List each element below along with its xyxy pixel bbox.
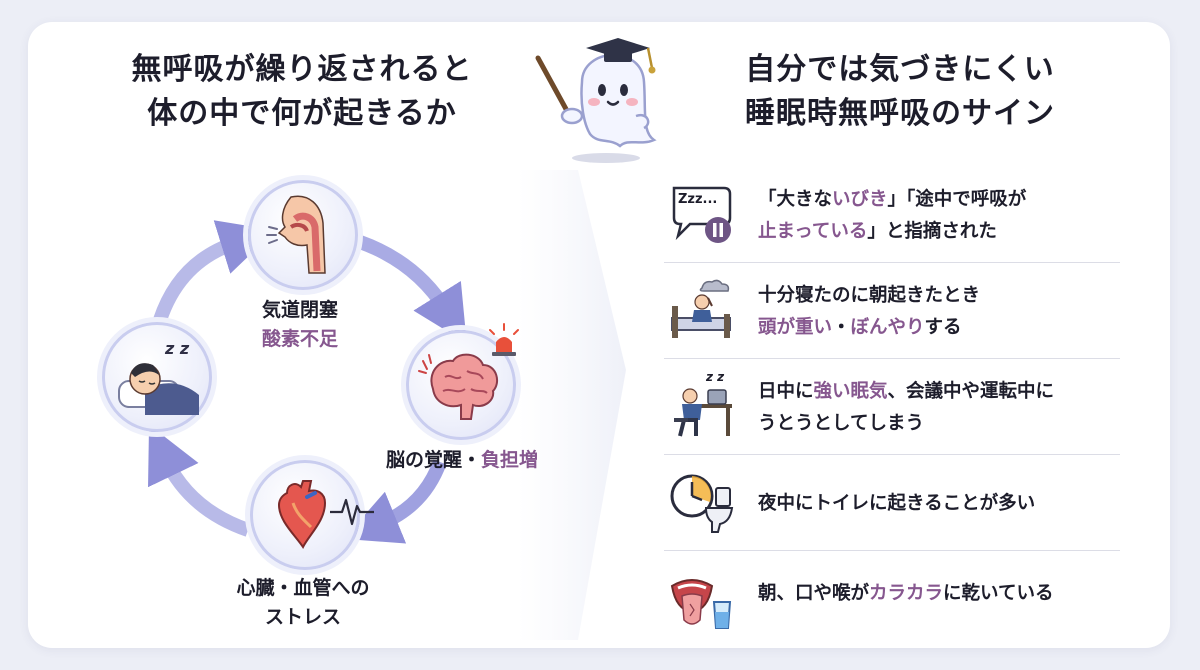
cycle-node-sleep: z z — [102, 322, 212, 432]
brain-label: 脳の覚醒・負担増 — [385, 449, 539, 471]
sleep-zzz-text: z z — [165, 339, 190, 358]
sign-daytime-sleepiness-text: 日中に強い眠気、会議中や運転中に うとうとしてしまう — [758, 381, 1055, 434]
sign-divider — [664, 262, 1120, 263]
cycle-node-airway — [248, 180, 358, 290]
sign-night-urination-text: 夜中にトイレに起きることが多い — [758, 493, 1036, 514]
cycle-arrows — [148, 220, 467, 544]
dry-mouth-water-icon — [670, 579, 732, 629]
sleepy-desk-icon — [674, 388, 732, 437]
heart-label: 心臓・血管への ストレス — [236, 577, 370, 628]
sign-morning-fatigue-text: 十分寝たのに朝起きたとき 頭が重い・ぼんやりする — [758, 285, 981, 338]
ghost-professor-icon — [535, 38, 657, 163]
ecg-line-icon — [330, 498, 374, 526]
sign-snoring-text: 「大きないびき」「途中で呼吸が 止まっている」と指摘された — [758, 189, 1027, 242]
sign-snoring: Zzz... 「大きないびき」「途中で呼吸が 止まっている」と指摘された — [664, 168, 1120, 264]
sign-divider — [664, 454, 1120, 455]
airway-cross-section-icon — [266, 195, 326, 274]
sign-divider — [664, 550, 1120, 551]
sign-night-urination: 夜中にトイレに起きることが多い — [664, 456, 1120, 552]
sign-morning-fatigue: 十分寝たのに朝起きたとき 頭が重い・ぼんやりする — [664, 264, 1120, 360]
clock-toilet-icon — [670, 474, 734, 533]
alarm-light-icon — [489, 323, 519, 356]
brain-alarm-icon — [418, 353, 499, 420]
sign-daytime-sleepiness: z z 日中に強い眠気、会議中や運転中に うとうとしてしまう — [664, 360, 1120, 456]
sign-dry-mouth: 朝、口や喉がカラカラに乾いている — [664, 552, 1120, 648]
desk-zzz-text: z z — [706, 370, 725, 384]
airway-label: 気道閉塞 酸素不足 — [261, 299, 338, 350]
divider-chevron — [518, 170, 626, 640]
sleeping-person-icon — [118, 363, 199, 415]
sign-divider — [664, 358, 1120, 359]
heart-ecg-icon — [277, 480, 327, 549]
cycle-node-heart — [250, 460, 360, 570]
snore-bubble-text: Zzz... — [678, 192, 718, 207]
left-title: 無呼吸が繰り返されると 体の中で何が起きるか — [131, 52, 473, 131]
snore-pause-icon — [672, 186, 732, 243]
tired-morning-bed-icon — [671, 279, 731, 338]
right-title: 自分では気づきにくい 睡眠時無呼吸のサイン — [745, 52, 1055, 131]
sign-dry-mouth-text: 朝、口や喉がカラカラに乾いている — [758, 583, 1054, 604]
